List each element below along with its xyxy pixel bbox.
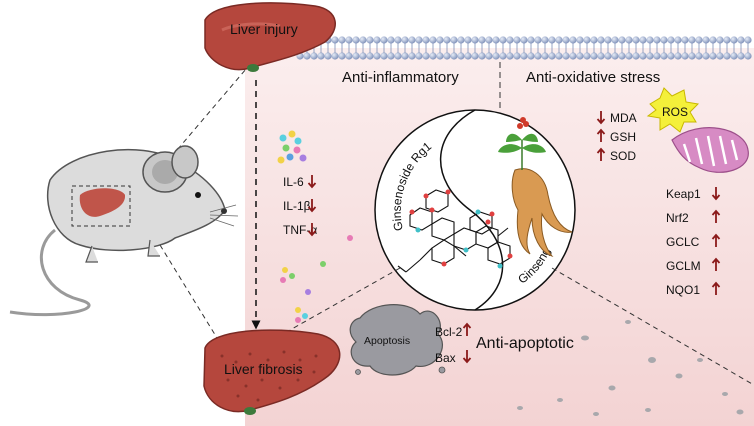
- pathway-nqo1-up-arrow-icon: [711, 281, 721, 295]
- marker-gsh-label: GSH: [610, 130, 636, 144]
- oxidative-marker-list: MDA GSH SOD: [596, 111, 637, 163]
- pathway-gclc-label: GCLC: [666, 235, 700, 249]
- anti-oxidative-title: Anti-oxidative stress: [526, 69, 660, 86]
- marker-mda-down-arrow-icon: [596, 111, 606, 125]
- marker-sod-up-arrow-icon: [596, 147, 606, 161]
- apoptotic-bax-label: Bax: [435, 351, 456, 365]
- cytokine-tnf-down-arrow-icon: [307, 223, 317, 237]
- mitochondria-icon: [671, 127, 749, 173]
- pathway-gclm-up-arrow-icon: [711, 257, 721, 271]
- anti-apoptotic-title: Anti-apoptotic: [476, 335, 574, 352]
- liver-fibrosis-label: Liver fibrosis: [224, 361, 303, 377]
- cytokine-il-6-label: IL-6: [283, 175, 304, 189]
- ros-burst-icon: [646, 87, 700, 133]
- marker-mda-label: MDA: [610, 111, 637, 125]
- anti-inflammatory-title: Anti-inflammatory: [342, 69, 459, 86]
- cytokine-il-1-down-arrow-icon: [307, 199, 317, 213]
- debris-particles: [517, 320, 744, 416]
- marker-sod-label: SOD: [610, 149, 636, 163]
- ginsenoside-circle: [374, 109, 576, 311]
- apoptosis-label: Apoptosis: [364, 335, 410, 347]
- zoom-line-right: [551, 267, 754, 386]
- zoom-line-left: [289, 267, 401, 331]
- apoptotic-bcl-2-label: Bcl-2: [435, 325, 463, 339]
- liver-injury-label: Liver injury: [230, 21, 298, 37]
- liver-injury-organ: [204, 2, 336, 72]
- liver-fibrosis-organ: [203, 329, 341, 415]
- mouse-illustration: [9, 145, 239, 317]
- ros-label: ROS: [662, 105, 688, 119]
- cytokine-tnf-label: TNF-α: [283, 223, 317, 237]
- apoptotic-bcl-2-up-arrow-icon: [462, 322, 472, 336]
- cytokine-il-6-down-arrow-icon: [307, 175, 317, 189]
- molecule-atoms: [409, 189, 513, 269]
- pathway-nrf2-up-arrow-icon: [711, 209, 721, 223]
- marker-gsh-up-arrow-icon: [596, 128, 606, 142]
- pathway-nqo1-label: NQO1: [666, 283, 700, 297]
- cell-membrane: [296, 36, 752, 60]
- pathway-gclc-up-arrow-icon: [711, 233, 721, 247]
- zoom-line-top: [159, 61, 253, 171]
- pathway-gclm-label: GCLM: [666, 259, 701, 273]
- apoptotic-bax-down-arrow-icon: [462, 350, 472, 364]
- apoptosis-cell-icon: [349, 304, 446, 376]
- cytokine-particles: [277, 130, 353, 323]
- pathway-nrf2-label: Nrf2: [666, 211, 689, 225]
- ginseng-plant-icon: [498, 117, 573, 258]
- pathway-keap1-down-arrow-icon: [711, 187, 721, 201]
- pathway-keap1-label: Keap1: [666, 187, 701, 201]
- cytokine-il-1-label: IL-1β: [283, 199, 311, 213]
